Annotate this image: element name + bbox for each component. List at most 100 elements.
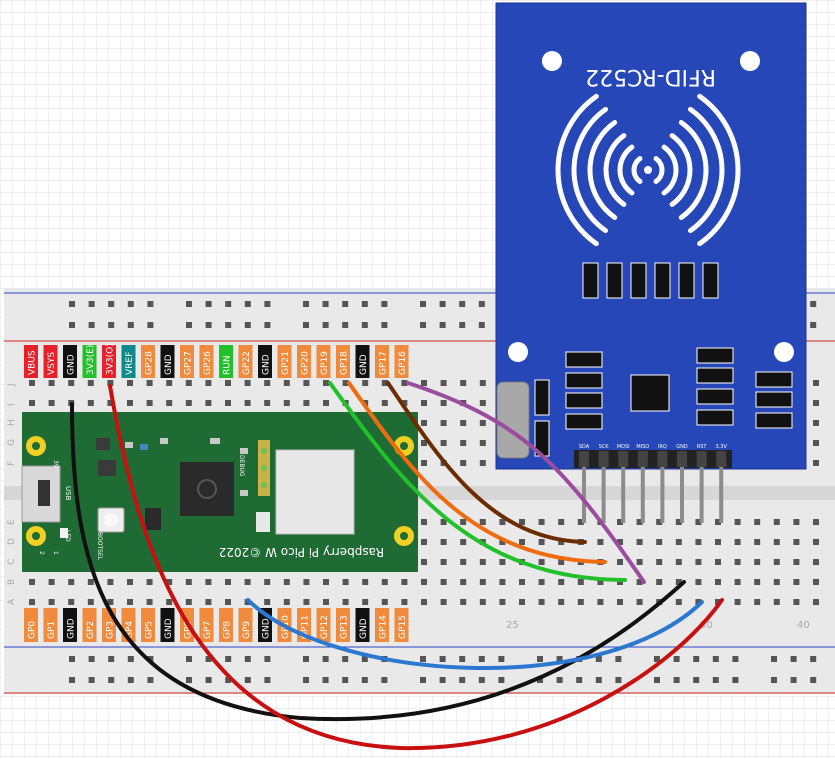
rfid-pin-label: RST <box>697 444 708 450</box>
breadboard-hole <box>146 579 153 585</box>
pin-label: GP13 <box>340 615 350 639</box>
breadboard-hole <box>87 400 94 406</box>
breadboard-hole <box>29 400 35 406</box>
rail-hole <box>693 677 700 683</box>
breadboard-hole <box>421 599 427 605</box>
pin-label: GP28 <box>145 351 155 375</box>
pin-label: GND <box>67 354 77 375</box>
rail-hole <box>342 677 349 683</box>
wire-purple-gp16[interactable] <box>406 381 646 584</box>
breadboard-hole <box>656 539 663 545</box>
rfid-mount-hole-1 <box>542 51 562 71</box>
breadboard-hole <box>734 519 741 525</box>
antenna-arc-right <box>697 93 741 247</box>
rail-hole <box>595 656 602 662</box>
breadboard-hole <box>440 519 447 525</box>
smd-left-2 <box>565 372 603 389</box>
rail-hole <box>127 677 134 683</box>
breadboard-hole <box>813 539 819 545</box>
pin-label-bg <box>24 608 38 642</box>
rail-hole <box>186 656 192 662</box>
column-number-25: 25 <box>506 620 519 631</box>
rfid-header <box>574 450 732 468</box>
bootsel-label: BOOTSEL <box>96 532 103 561</box>
debug-pin-3 <box>261 482 267 488</box>
breadboard-hole <box>813 460 819 466</box>
breadboard-hole <box>558 599 565 605</box>
breadboard-hole <box>617 519 623 525</box>
board-silkscreen-text: Raspberry Pi Pico W ©2022 <box>219 545 384 559</box>
breadboard-hole <box>401 599 408 605</box>
rail-hole <box>322 322 329 328</box>
breadboard-hole <box>499 539 506 545</box>
component-smd-1 <box>125 442 133 448</box>
breadboard-hole <box>185 400 192 406</box>
rail-hole <box>439 656 446 662</box>
rail-hole <box>69 656 75 662</box>
wires <box>70 381 724 751</box>
breadboard-hole <box>323 380 329 386</box>
pin-label: GP4 <box>125 621 135 639</box>
breadboard-hole <box>264 380 271 386</box>
debug-pin-2 <box>261 465 267 471</box>
breadboard-hole <box>636 579 643 585</box>
rail-hole <box>673 677 680 683</box>
row-letter: J <box>7 383 17 387</box>
wire-brown-gp17[interactable] <box>386 381 587 544</box>
pin-label: 3V3(E) <box>86 345 96 375</box>
breadboard-hole <box>342 380 349 386</box>
pin-label: GP5 <box>145 621 155 639</box>
antenna-arc-right <box>653 156 665 184</box>
breadboard-hole <box>283 579 290 585</box>
pin-label-bg <box>277 345 292 378</box>
rail-hole <box>244 656 251 662</box>
wire-blue-gp9[interactable] <box>246 598 704 670</box>
wifi-module-shield <box>275 449 355 535</box>
component-ic <box>96 438 110 450</box>
component-smd-6 <box>240 490 248 496</box>
component-smd-5 <box>240 448 248 454</box>
breadboard-hole <box>166 599 173 605</box>
rail-hole <box>498 656 505 662</box>
wire-green-gp19[interactable] <box>328 381 627 582</box>
column-number-40: 40 <box>797 620 810 631</box>
breadboard-hole <box>695 599 702 605</box>
rail-hole <box>361 322 368 328</box>
breadboard-hole <box>264 579 271 585</box>
wire-red-3v3[interactable] <box>108 384 724 751</box>
row-letter: H <box>7 419 17 426</box>
breadboard-hole <box>381 579 388 585</box>
breadboard-hole <box>401 380 408 386</box>
breadboard-hole <box>127 380 133 386</box>
breadboard-hole <box>48 380 55 386</box>
antenna-arc-left <box>555 93 599 247</box>
breadboard-hole <box>440 579 447 585</box>
breadboard-hole <box>813 380 819 386</box>
breadboard-hole <box>715 579 721 585</box>
rail-hole <box>127 301 134 307</box>
breadboard-hole <box>303 579 310 585</box>
wire-orange-gp18[interactable] <box>347 381 607 564</box>
breadboard-hole <box>695 559 702 565</box>
breadboard-hole <box>460 519 467 525</box>
pin-label-bg <box>297 345 311 378</box>
rail-hole <box>264 677 271 683</box>
breadboard-hole <box>440 599 447 605</box>
breadboard-hole <box>421 460 427 466</box>
wire-black-gnd[interactable] <box>70 402 686 722</box>
breadboard-hole <box>127 400 133 406</box>
rail-hole <box>381 322 388 328</box>
breadboard-hole <box>793 539 800 545</box>
rfid-pin-leg <box>680 467 684 523</box>
pin-label-bg <box>316 345 331 378</box>
breadboard-hole <box>479 559 486 565</box>
pin-label: GND <box>164 354 174 375</box>
breadboard-hole <box>754 519 761 525</box>
breadboard-hole <box>421 380 427 386</box>
breadboard-hole <box>460 599 467 605</box>
breadboard-hole <box>656 579 663 585</box>
breadboard-hole <box>499 519 506 525</box>
rail-hole <box>420 677 426 683</box>
rfid-pin-leg <box>582 467 586 523</box>
column-number-30: 30 <box>700 620 713 631</box>
